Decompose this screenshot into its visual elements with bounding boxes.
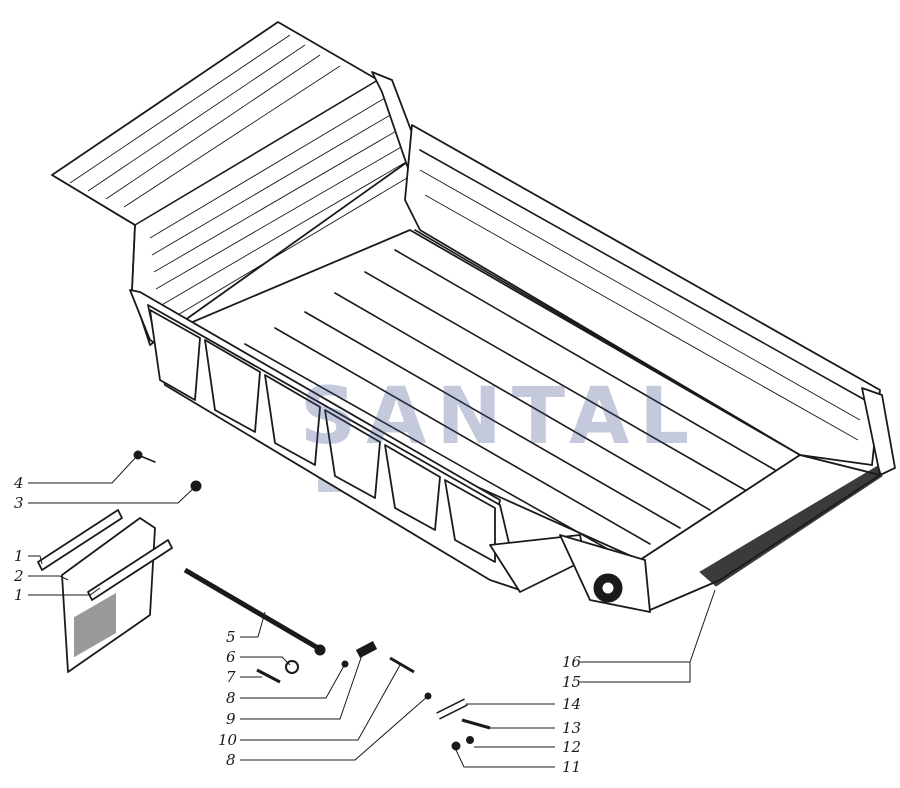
rod-5	[183, 567, 326, 656]
callout-12: 12	[562, 738, 582, 756]
callout-14: 14	[562, 695, 582, 713]
mud-flap-2	[61, 517, 156, 673]
callout-10: 10	[218, 731, 238, 749]
callout-3: 3	[14, 494, 24, 512]
bolt-11	[451, 741, 461, 751]
nut-12	[466, 736, 474, 744]
watermark: SANTAL	[300, 372, 700, 462]
axle-14	[436, 698, 468, 720]
callout-8-lower: 8	[226, 751, 236, 769]
bolt-7	[256, 668, 281, 684]
bushing-9	[355, 641, 378, 658]
callout-11: 11	[562, 758, 582, 776]
callout-9: 9	[226, 710, 236, 728]
callout-5: 5	[226, 628, 236, 646]
front-canopy	[51, 21, 429, 346]
left-side-wall	[129, 289, 521, 591]
callout-1-lower: 1	[14, 586, 24, 604]
callout-15: 15	[562, 673, 582, 691]
callout-16: 16	[562, 653, 582, 671]
callout-4: 4	[14, 474, 24, 492]
right-side-wall	[404, 124, 896, 476]
rear-apron	[489, 454, 883, 613]
hinge-strip-1b	[87, 539, 173, 601]
pin-10	[389, 656, 415, 674]
callout-2: 2	[14, 567, 24, 585]
leader-lines	[28, 454, 716, 768]
floor-plate	[149, 229, 801, 561]
hinge-strip-1	[37, 509, 123, 571]
callout-6: 6	[226, 648, 236, 666]
callout-13: 13	[562, 719, 582, 737]
callout-7: 7	[226, 668, 236, 686]
callout-8-upper: 8	[226, 689, 236, 707]
bolt-13	[461, 718, 491, 730]
callout-1-upper: 1	[14, 547, 24, 565]
